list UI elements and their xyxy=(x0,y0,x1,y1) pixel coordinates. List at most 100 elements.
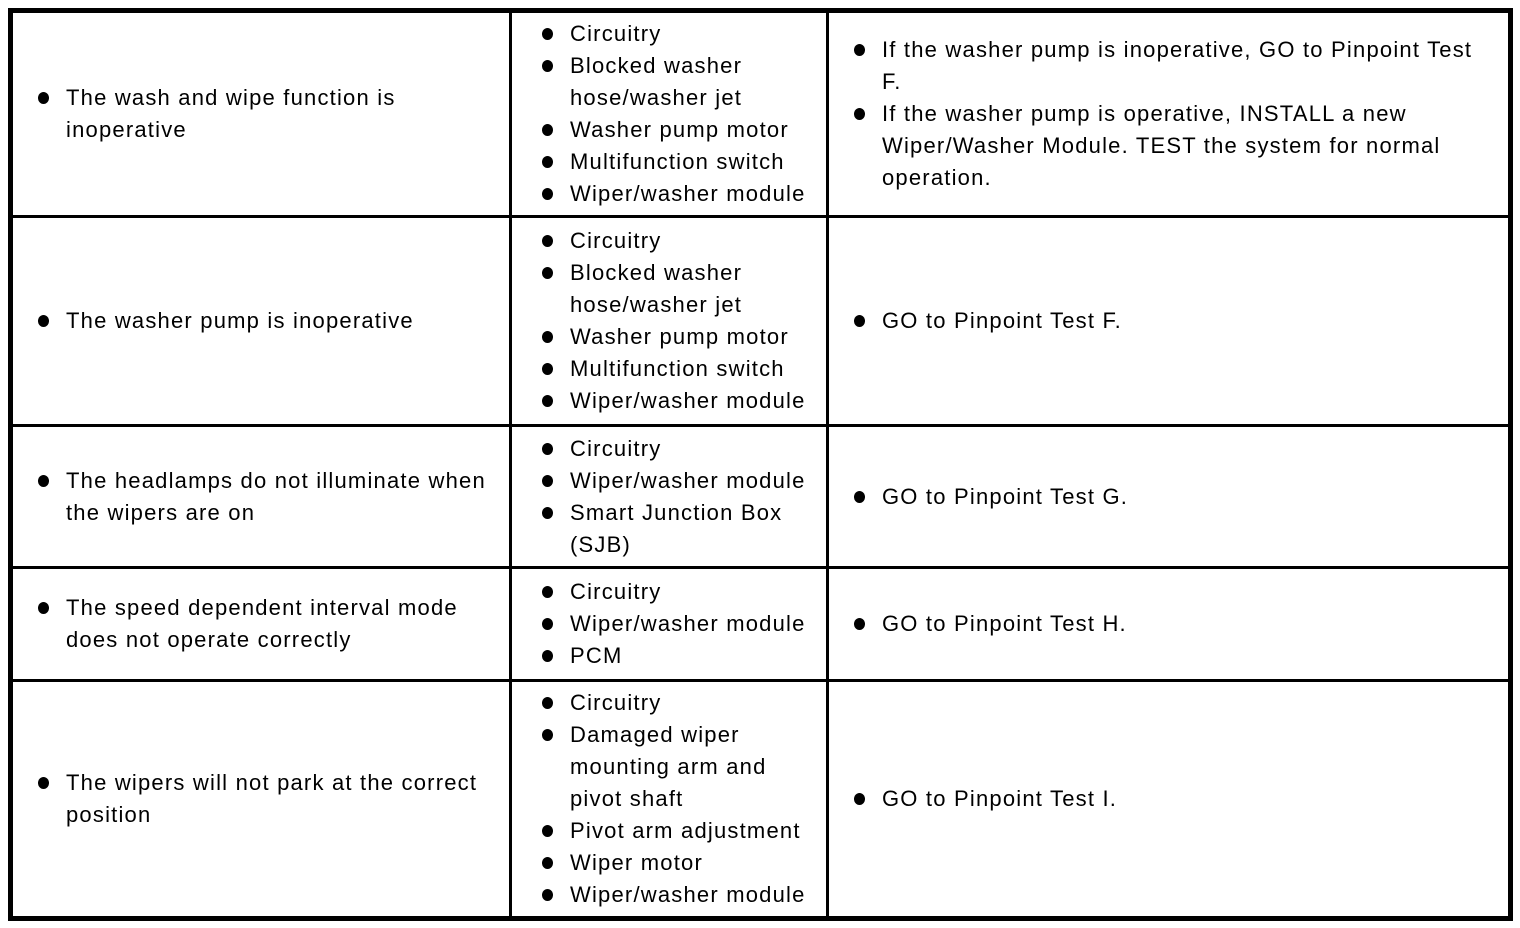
action-item-text: GO to Pinpoint Test G. xyxy=(882,483,1129,509)
source-item-text: Circuitry xyxy=(570,21,662,46)
list-item: Pivot arm adjustment xyxy=(542,815,820,847)
list-item: Wiper/washer module xyxy=(542,385,820,417)
symptom-text: The wipers will not park at the correct … xyxy=(66,770,478,827)
symptom-text: The headlamps do not illuminate when the… xyxy=(66,467,486,525)
action-item-text: If the washer pump is operative, INSTALL… xyxy=(882,101,1441,190)
symptom-cell: The speed dependent interval mode does n… xyxy=(9,566,512,682)
source-item-text: Circuitry xyxy=(570,690,662,715)
bullet-icon xyxy=(38,92,49,104)
symptom-text: The speed dependent interval mode does n… xyxy=(66,595,458,652)
action-item-text: If the washer pump is inoperative, GO to… xyxy=(882,37,1473,94)
bullet-icon xyxy=(38,315,49,327)
bullet-icon xyxy=(542,650,553,662)
source-item-text: Washer pump motor xyxy=(570,324,789,349)
list-item: Wiper/washer module xyxy=(542,879,820,911)
symptom-text: The wash and wipe function is inoperativ… xyxy=(66,85,396,142)
bullet-icon xyxy=(542,442,553,455)
bullet-icon xyxy=(542,267,553,279)
list-item: GO to Pinpoint Test F. xyxy=(854,305,1502,337)
symptom-cell: The wipers will not park at the correct … xyxy=(9,679,512,920)
table-row: The wash and wipe function is inoperativ… xyxy=(9,9,1512,218)
list-item: The headlamps do not illuminate when the… xyxy=(38,465,503,529)
source-item-text: Multifunction switch xyxy=(570,356,785,381)
source-item-text: Wiper/washer module xyxy=(570,181,806,206)
list-item: Smart Junction Box (SJB) xyxy=(542,497,820,561)
bullet-icon xyxy=(542,889,553,901)
bullet-icon xyxy=(542,331,553,343)
list-item: The washer pump is inoperative xyxy=(38,305,503,337)
source-item-text: Circuitry xyxy=(570,435,662,461)
source-item-text: Wiper/washer module xyxy=(570,882,806,907)
list-item: If the washer pump is operative, INSTALL… xyxy=(854,98,1502,194)
bullet-icon xyxy=(542,124,553,136)
bullet-icon xyxy=(542,474,553,487)
bullet-icon xyxy=(854,315,865,327)
action-item-text: GO to Pinpoint Test I. xyxy=(882,786,1118,811)
symptom-text: The washer pump is inoperative xyxy=(66,308,414,333)
list-item: Washer pump motor xyxy=(542,321,820,353)
action-item-text: GO to Pinpoint Test H. xyxy=(882,611,1127,636)
bullet-icon xyxy=(542,28,553,40)
list-item: Circuitry xyxy=(542,433,820,465)
bullet-icon xyxy=(854,108,865,120)
list-item: Damaged wiper mounting arm and pivot sha… xyxy=(542,719,820,815)
list-item: Circuitry xyxy=(542,225,820,257)
source-item-text: Circuitry xyxy=(570,228,662,253)
symptom-cell: The wash and wipe function is inoperativ… xyxy=(9,9,512,218)
list-item: Multifunction switch xyxy=(542,146,820,178)
bullet-icon xyxy=(542,586,553,598)
source-item-text: Multifunction switch xyxy=(570,149,785,174)
action-cell: GO to Pinpoint Test H. xyxy=(826,566,1512,682)
list-item: The speed dependent interval mode does n… xyxy=(38,592,503,656)
list-item: If the washer pump is inoperative, GO to… xyxy=(854,34,1502,98)
table-row: The headlamps do not illuminate when the… xyxy=(9,424,1512,569)
action-cell: GO to Pinpoint Test F. xyxy=(826,215,1512,427)
bullet-icon xyxy=(854,793,865,805)
possible-sources-cell: Circuitry Blocked washer hose/washer jet… xyxy=(509,215,829,427)
bullet-icon xyxy=(854,490,865,503)
source-item-text: Blocked washer hose/washer jet xyxy=(570,53,743,110)
list-item: Multifunction switch xyxy=(542,353,820,385)
list-item: Blocked washer hose/washer jet xyxy=(542,50,820,114)
bullet-icon xyxy=(38,474,49,487)
bullet-icon xyxy=(542,156,553,168)
source-item-text: Blocked washer hose/washer jet xyxy=(570,260,743,317)
bullet-icon xyxy=(854,618,865,630)
bullet-icon xyxy=(542,188,553,200)
bullet-icon xyxy=(542,697,553,709)
bullet-icon xyxy=(38,602,49,614)
source-item-text: Circuitry xyxy=(570,579,662,604)
symptom-cell: The washer pump is inoperative xyxy=(9,215,512,427)
possible-sources-cell: Circuitry Blocked washer hose/washer jet… xyxy=(509,9,829,218)
list-item: Wiper/washer module xyxy=(542,178,820,210)
action-cell: GO to Pinpoint Test I. xyxy=(826,679,1512,920)
bullet-icon xyxy=(542,857,553,869)
bullet-icon xyxy=(542,235,553,247)
table-row: The speed dependent interval mode does n… xyxy=(9,566,1512,682)
list-item: Circuitry xyxy=(542,18,820,50)
list-item: Circuitry xyxy=(542,687,820,719)
list-item: GO to Pinpoint Test G. xyxy=(854,481,1502,513)
diagnostic-symptom-table: The wash and wipe function is inoperativ… xyxy=(8,8,1513,921)
bullet-icon xyxy=(542,729,553,741)
bullet-icon xyxy=(542,618,553,630)
list-item: The wash and wipe function is inoperativ… xyxy=(38,82,503,146)
bullet-icon xyxy=(542,395,553,407)
bullet-icon xyxy=(542,825,553,837)
possible-sources-cell: Circuitry Wiper/washer module PCM xyxy=(509,566,829,682)
source-item-text: Wiper/washer module xyxy=(570,388,806,413)
list-item: Wiper/washer module xyxy=(542,608,820,640)
source-item-text: Smart Junction Box (SJB) xyxy=(570,499,783,557)
bullet-icon xyxy=(854,44,865,56)
bullet-icon xyxy=(38,777,49,789)
list-item: Circuitry xyxy=(542,576,820,608)
action-cell: If the washer pump is inoperative, GO to… xyxy=(826,9,1512,218)
list-item: Blocked washer hose/washer jet xyxy=(542,257,820,321)
bullet-icon xyxy=(542,60,553,72)
source-item-text: Wiper motor xyxy=(570,850,703,875)
list-item: PCM xyxy=(542,640,820,672)
symptom-cell: The headlamps do not illuminate when the… xyxy=(9,424,512,569)
list-item: The wipers will not park at the correct … xyxy=(38,767,503,831)
source-item-text: Washer pump motor xyxy=(570,117,789,142)
